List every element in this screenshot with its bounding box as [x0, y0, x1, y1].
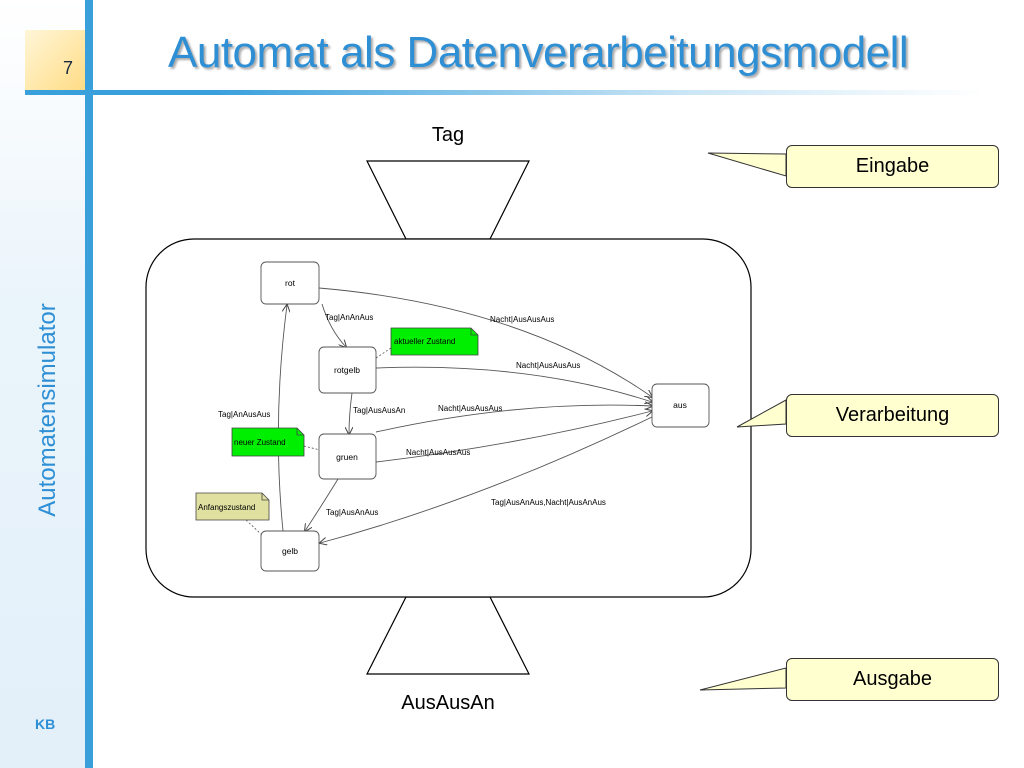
edge-label-gruen-aus-2: Nacht|AusAusAus: [406, 448, 470, 457]
input-funnel: [366, 160, 530, 240]
state-label-aus: aus: [673, 400, 687, 410]
edge-label-gelb-rot: Tag|AnAusAus: [218, 410, 270, 419]
edge-label-rot-aus: Nacht|AusAusAus: [490, 315, 554, 324]
edge-rot-rotgelb: [321, 303, 346, 347]
sidebar-accent-band: [85, 0, 93, 768]
callout-processing: Verarbeitung: [786, 394, 999, 437]
footer-initials: KB: [35, 716, 56, 732]
edge-rotgelb-aus-2: [375, 405, 652, 433]
callout-processing-label: Verarbeitung: [835, 404, 950, 426]
slide-number-box: 7: [25, 30, 85, 92]
callout-output-label: Ausgabe: [853, 668, 932, 690]
state-label-rot: rot: [285, 278, 296, 288]
state-rotgelb: [318, 346, 377, 394]
slide-number: 7: [62, 58, 73, 78]
note-current: [390, 327, 479, 356]
edge-label-rot-rotgelb: Tag|AnAnAus: [325, 313, 373, 322]
note-label-current: aktueller Zustand: [394, 337, 455, 346]
slide-title: Automat als Datenverarbeitungsmodell: [168, 28, 909, 77]
callout-input: Eingabe: [786, 145, 999, 188]
note-new: [231, 427, 305, 457]
edge-label-gruen-gelb: Tag|AusAnAus: [326, 508, 378, 517]
note-connector-new: [303, 445, 321, 451]
edge-rotgelb-aus: [375, 366, 652, 402]
state-gruen: [318, 433, 377, 480]
title-underline: [25, 90, 985, 95]
state-gelb: [260, 530, 320, 572]
edge-rotgelb-gruen: [349, 392, 352, 434]
state-label-gelb: gelb: [282, 546, 298, 556]
edge-aus-gelb: [320, 416, 653, 543]
note-label-initial: Anfangszustand: [198, 503, 255, 512]
note-label-new: neuer Zustand: [234, 438, 286, 447]
edge-label-gruen-aus: Nacht|AusAusAus: [438, 404, 502, 413]
input-label: Tag: [431, 124, 465, 146]
output-funnel: [366, 596, 530, 675]
callout-output: Ausgabe: [786, 658, 999, 701]
edge-label-rotgelb-gruen: Tag|AusAusAn: [353, 406, 405, 415]
note-connector-current: [375, 347, 392, 359]
state-label-rotgelb: rotgelb: [334, 365, 360, 375]
state-label-gruen: gruen: [336, 452, 358, 462]
callout-pointer-output: [699, 667, 787, 691]
callout-pointer-input: [707, 152, 787, 177]
state-aus: [651, 383, 710, 428]
note-initial: [195, 492, 270, 521]
edge-gelb-rot: [277, 305, 287, 532]
edge-rot-aus: [318, 287, 652, 397]
edge-gruen-aus: [375, 411, 652, 463]
edge-gruen-gelb: [305, 478, 339, 531]
edge-label-aus-gelb: Tag|AusAnAus,Nacht|AusAnAus: [491, 498, 606, 507]
edge-label-rotgelb-aus: Nacht|AusAusAus: [516, 361, 580, 370]
output-label: AusAusAn: [401, 692, 495, 714]
callout-input-label: Eingabe: [855, 155, 930, 177]
state-rot: [260, 261, 320, 305]
sidebar-background: [0, 0, 85, 768]
